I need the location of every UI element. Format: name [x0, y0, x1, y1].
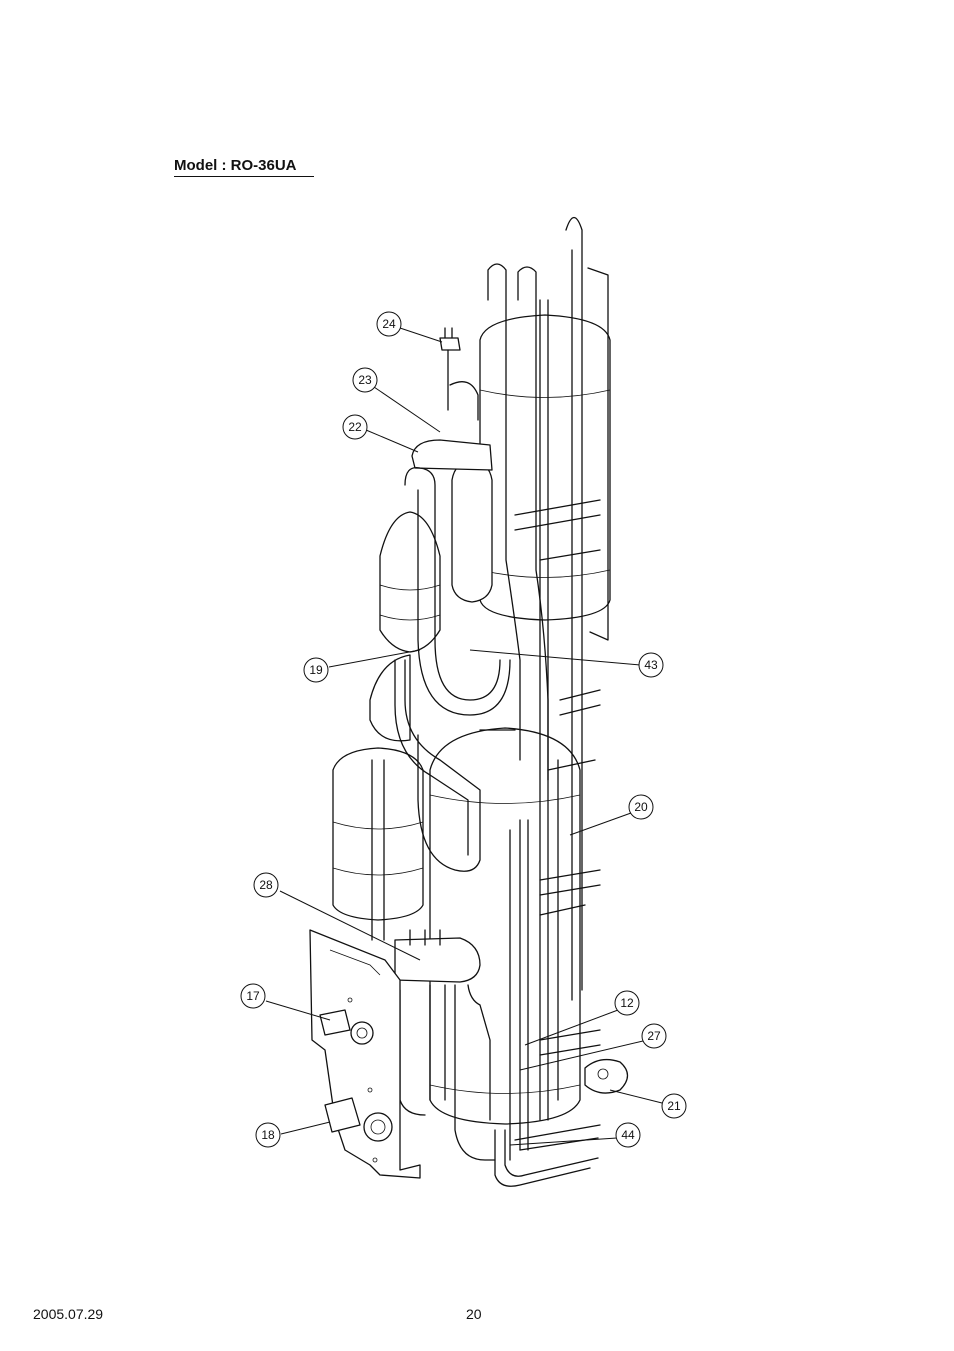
callout-22-label: 22 — [348, 420, 362, 434]
leader-lines — [265, 327, 663, 1146]
tall-cylinder — [479, 314, 611, 621]
accumulator — [332, 747, 424, 921]
four-way-valve — [394, 929, 496, 1161]
callout-23: 23 — [352, 367, 378, 393]
callout-17-label: 17 — [246, 989, 260, 1003]
callout-22: 22 — [342, 414, 368, 440]
service-valve-small — [319, 1009, 374, 1045]
callout-21: 21 — [661, 1093, 687, 1119]
callout-44-label: 44 — [621, 1128, 635, 1142]
model-title: Model : RO-36UA — [174, 157, 314, 177]
callout-24-label: 24 — [382, 317, 396, 331]
brackets — [479, 267, 609, 1056]
callout-12: 12 — [614, 990, 640, 1016]
callout-43: 43 — [638, 652, 664, 678]
callout-19-label: 19 — [309, 663, 323, 677]
callout-20: 20 — [628, 794, 654, 820]
callout-24: 24 — [376, 311, 402, 337]
callout-28: 28 — [253, 872, 279, 898]
callout-23-label: 23 — [358, 373, 372, 387]
callout-12-label: 12 — [620, 996, 634, 1010]
callout-20-label: 20 — [634, 800, 648, 814]
loop-pipes — [371, 466, 511, 941]
callout-27: 27 — [641, 1023, 667, 1049]
callout-44: 44 — [615, 1122, 641, 1148]
callout-19: 19 — [303, 657, 329, 683]
callout-28-label: 28 — [259, 878, 273, 892]
strainer — [411, 439, 493, 603]
callout-18-label: 18 — [261, 1128, 275, 1142]
service-valve-large — [324, 1097, 393, 1142]
callout-43-label: 43 — [644, 658, 658, 672]
sensor — [439, 327, 479, 421]
footer-date: 2005.07.29 — [33, 1306, 104, 1322]
callout-17: 17 — [240, 983, 266, 1009]
callout-18: 18 — [255, 1122, 281, 1148]
callout-21-label: 21 — [667, 1099, 681, 1113]
page-number: 20 — [466, 1306, 482, 1322]
callout-27-label: 27 — [647, 1029, 661, 1043]
